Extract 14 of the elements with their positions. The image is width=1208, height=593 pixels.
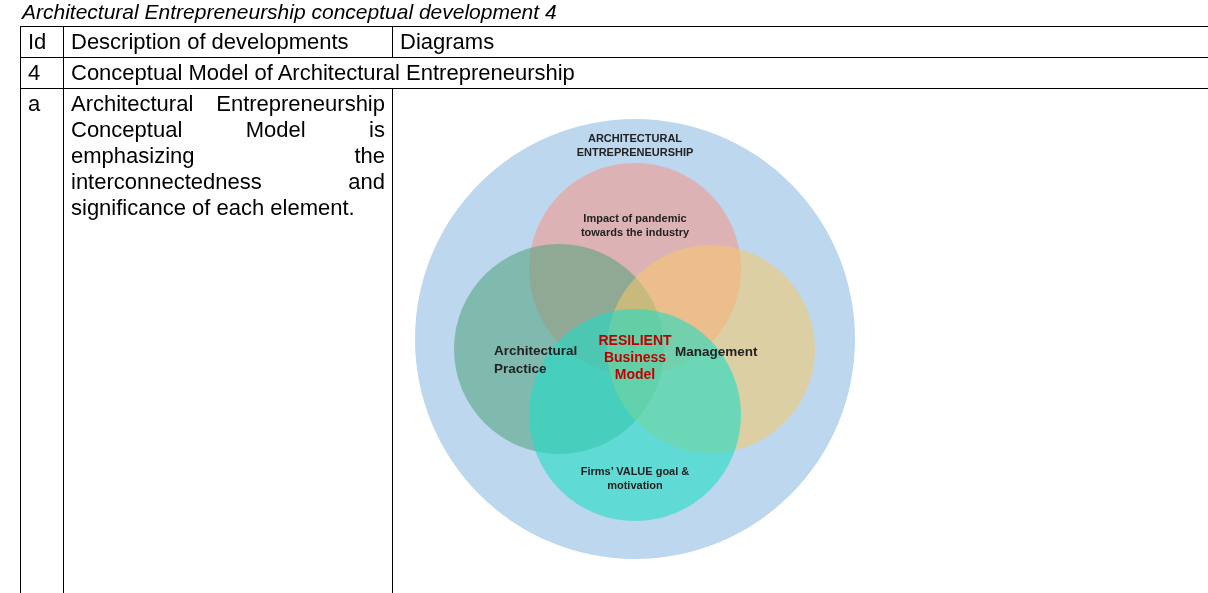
center-label: RESILIENT Business Model [597,332,673,383]
venn-circle [415,119,855,559]
circle-label: ARCHITECTURAL ENTREPRENEURSHIP [575,131,695,160]
table-text: Conceptual Model of Architectural Entrepreneurship [71,60,576,86]
table-text: 4 [28,60,42,86]
circle-label: Firms’ VALUE goal & motivation [579,464,691,493]
table-text: Description of developments [71,29,350,55]
table-text: Id [28,29,48,55]
table-text: Architectural Entrepreneurship Conceptual Model is emphasizing the interconnectedness and significance of each element. [71,91,385,221]
table-caption: Architectural Entrepreneurship conceptual development 4 [22,0,557,24]
circle-label: Impact of pandemic towards the industry [579,211,691,240]
table-text: a [28,91,42,117]
table-text: Diagrams [400,29,496,55]
circle-label: Architectural Practice [494,342,579,378]
